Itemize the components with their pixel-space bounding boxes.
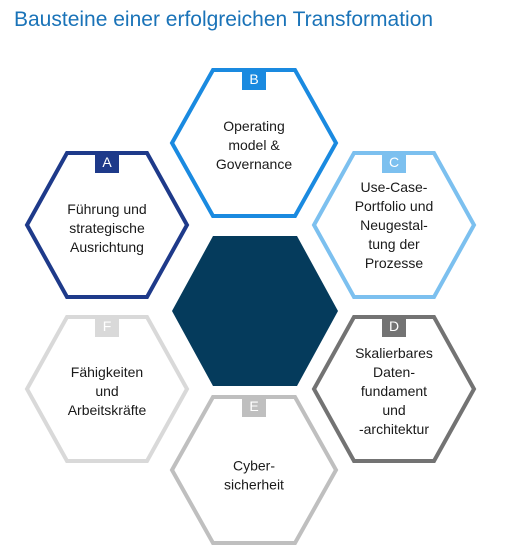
letter-badge: [242, 68, 266, 90]
hexagon-label-line: Skalierbares: [355, 345, 433, 361]
letter-badge-text: F: [103, 318, 112, 334]
hexagon-label-line: Arbeitskräfte: [68, 402, 147, 418]
letter-badge: [95, 315, 119, 337]
hexagon-label-line: Cyber-: [233, 458, 275, 474]
hexagon-outline: [24, 151, 190, 299]
hexagon-label-line: Neugestal-: [360, 217, 428, 233]
hexagon-label-line: fundament: [361, 383, 427, 399]
hexagon-label-line: und: [382, 402, 405, 418]
hexagon-label-line: Operating: [223, 118, 284, 134]
hexagon-label-line: Führung und: [67, 201, 146, 217]
letter-badge: [382, 315, 406, 337]
letter-badge-text: D: [389, 318, 399, 334]
hexagon-label-line: strategische: [69, 220, 145, 236]
hexagon-b: B Operating model & Governance: [169, 68, 339, 218]
hexagon-label-line: Governance: [216, 156, 292, 172]
hexagon-outline: [169, 395, 339, 545]
hexagon-label-line: Fähigkeiten: [71, 364, 143, 380]
hexagon-outline: [311, 315, 477, 463]
letter-badge-text: E: [249, 398, 258, 414]
letter-badge-text: B: [249, 71, 258, 87]
letter-badge: [382, 151, 406, 173]
letter-badge: [242, 395, 266, 417]
letter-badge-text: A: [102, 154, 112, 170]
diagram-title: Bausteine einer erfolgreichen Transforma…: [14, 8, 434, 31]
center-hexagon: [172, 236, 338, 386]
hexagon-label: Cyber-sicherheit: [224, 458, 284, 493]
hexagon-outline: [24, 315, 190, 463]
hexagon-label: Operating model & Governance: [216, 118, 292, 172]
hexagon-label-line: Use-Case-: [361, 179, 428, 195]
hexagon-e: E Cyber-sicherheit: [169, 395, 339, 545]
hexagon-outline: [311, 151, 477, 299]
letter-badge-text: C: [389, 154, 399, 170]
hexagon-label-line: Portfolio und: [355, 198, 434, 214]
hexagon-label-line: sicherheit: [224, 477, 284, 493]
hexagon-label-line: Daten-: [373, 364, 415, 380]
hexagon-label-line: -architektur: [359, 421, 429, 437]
hexagon-outline: [169, 68, 339, 218]
hexagon-label-line: Prozesse: [365, 255, 424, 271]
hexagon-label-line: tung der: [368, 236, 420, 252]
hexagon-label-line: model &: [228, 137, 280, 153]
hexagon-label-line: Ausrichtung: [70, 239, 144, 255]
letter-badge: [95, 151, 119, 173]
hexagon-label-line: und: [95, 383, 118, 399]
